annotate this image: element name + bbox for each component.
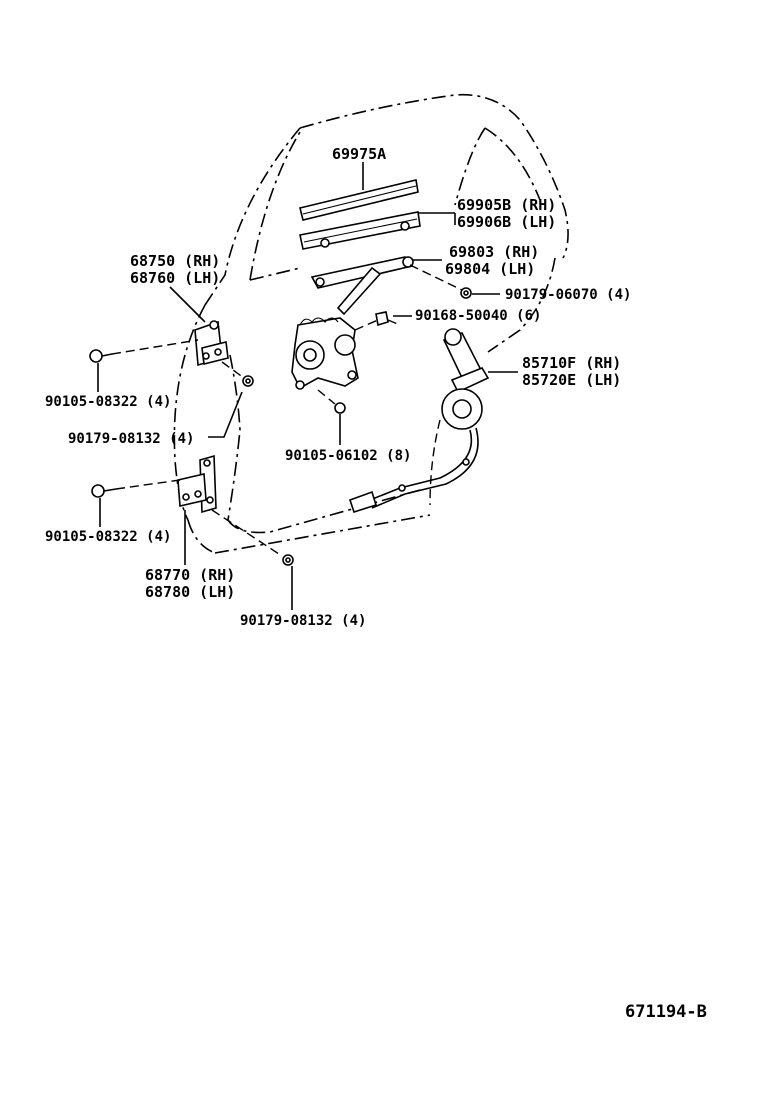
figure-code: 671194-B	[625, 1002, 707, 1022]
window-motor-part	[348, 328, 518, 514]
nut-06070-part	[409, 264, 500, 299]
upper-bolt-08322-part	[89, 339, 199, 392]
label-upper-nut-08132: 90179-08132 (4)	[68, 431, 194, 447]
glass-channel-part	[299, 162, 419, 221]
label-lower-hinge-lh: 68780 (LH)	[145, 583, 235, 601]
label-lower-nut-08132: 90179-08132 (4)	[240, 613, 366, 629]
label-run-rh: 69905B (RH)	[457, 196, 556, 214]
label-regulator-lh: 69804 (LH)	[445, 260, 535, 278]
run-channel-part	[299, 211, 456, 250]
label-glass-channel: 69975A	[332, 145, 386, 163]
label-motor-rh: 85710F (RH)	[522, 354, 621, 372]
label-regulator-rh: 69803 (RH)	[449, 243, 539, 261]
bolt-50040-part	[354, 311, 412, 331]
bolt-06102-part	[317, 389, 346, 445]
label-motor-lh: 85720E (LH)	[522, 371, 621, 389]
label-nut-06070: 90179-06070 (4)	[505, 287, 631, 303]
label-bolt-06102: 90105-06102 (8)	[285, 448, 411, 464]
part-labels: 69975A 69905B (RH) 69906B (LH) 69803 (RH…	[45, 145, 707, 1022]
label-lower-hinge-rh: 68770 (RH)	[145, 566, 235, 584]
lower-nut-08132-part	[211, 509, 294, 610]
label-upper-bolt-08322: 90105-08322 (4)	[45, 394, 171, 410]
upper-hinge-part	[169, 286, 229, 367]
label-upper-hinge-rh: 68750 (RH)	[130, 252, 220, 270]
upper-nut-08132-part	[208, 361, 254, 438]
lower-hinge-part	[177, 454, 217, 565]
lower-bolt-08322-part	[91, 479, 181, 527]
label-run-lh: 69906B (LH)	[457, 213, 556, 231]
label-lower-bolt-08322: 90105-08322 (4)	[45, 529, 171, 545]
label-upper-hinge-lh: 68760 (LH)	[130, 269, 220, 287]
label-bolt-50040: 90168-50040 (6)	[415, 308, 541, 324]
